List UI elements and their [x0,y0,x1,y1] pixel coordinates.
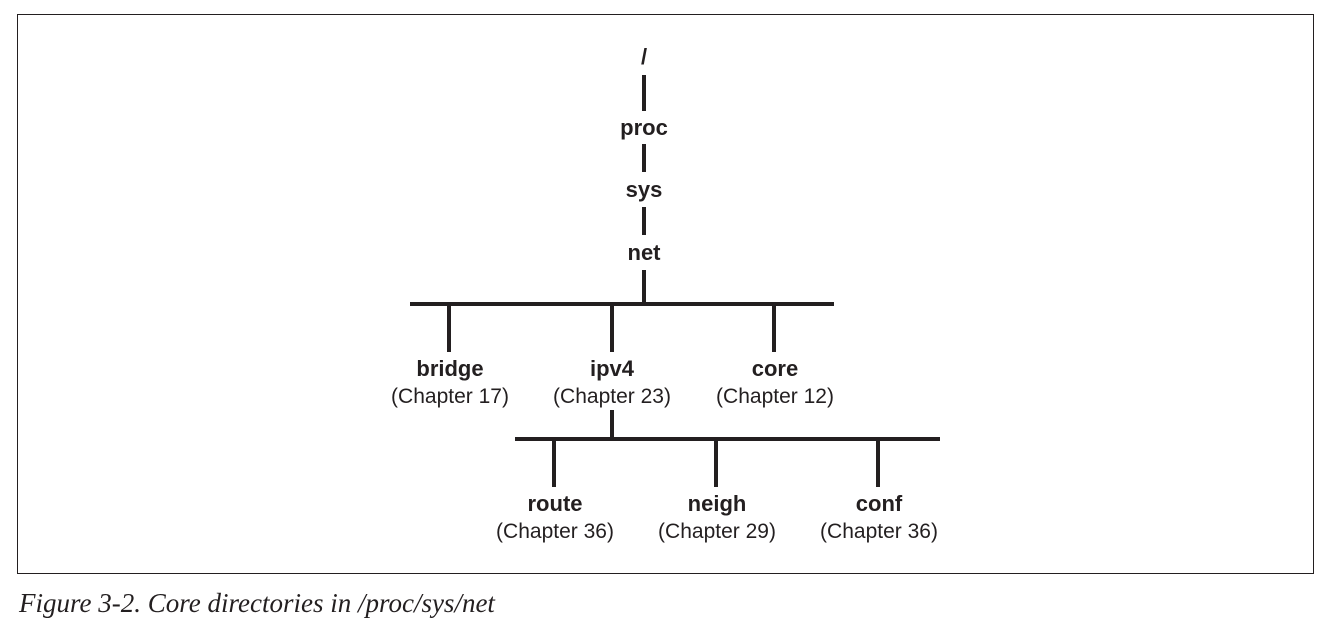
figure-caption: Figure 3-2. Core directories in /proc/sy… [19,588,495,618]
tree-nodes: / proc sys net bridge (Chapter 17) ipv4 … [391,44,938,543]
node-sys: sys [626,177,663,202]
figure-frame [17,14,1314,574]
node-core-chapter: (Chapter 12) [716,385,834,408]
node-route-chapter: (Chapter 36) [496,520,614,543]
node-net: net [628,240,662,265]
node-conf: conf [856,491,903,516]
node-neigh: neigh [688,491,747,516]
node-proc: proc [620,115,668,140]
tree-connectors [410,75,940,487]
node-root: / [641,44,647,69]
node-core: core [752,356,798,381]
node-ipv4-chapter: (Chapter 23) [553,385,671,408]
node-route: route [528,491,583,516]
node-conf-chapter: (Chapter 36) [820,520,938,543]
node-neigh-chapter: (Chapter 29) [658,520,776,543]
node-ipv4: ipv4 [590,356,635,381]
node-bridge: bridge [416,356,483,381]
node-bridge-chapter: (Chapter 17) [391,385,509,408]
